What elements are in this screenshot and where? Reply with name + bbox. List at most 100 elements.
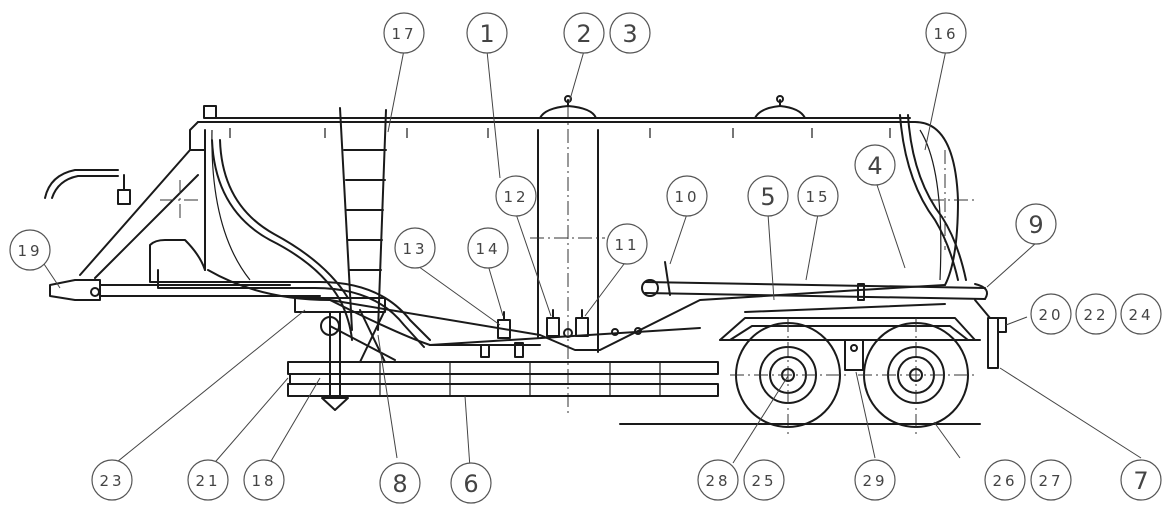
callout-number: 26 xyxy=(992,472,1017,490)
callout-bubble xyxy=(743,459,785,501)
roof-ticks xyxy=(229,128,891,138)
callout-18: 18 xyxy=(243,459,285,501)
callout-24: 24 xyxy=(1120,293,1162,335)
callout-bubble xyxy=(243,459,285,501)
callout-number: 19 xyxy=(17,242,42,260)
callout-bubble xyxy=(854,459,896,501)
callout-bubble xyxy=(925,12,967,54)
callout-number: 9 xyxy=(1028,211,1043,239)
callout-4: 4 xyxy=(854,144,896,186)
callout-number: 17 xyxy=(391,25,416,43)
callout-bubble xyxy=(797,175,839,217)
callout-14: 14 xyxy=(467,227,509,269)
callout-bubble xyxy=(1120,293,1162,335)
pipe-fitting xyxy=(480,327,642,358)
callout-number: 21 xyxy=(195,472,220,490)
callout-number: 3 xyxy=(622,20,637,48)
callout-1: 1 xyxy=(466,12,508,54)
callout-29: 29 xyxy=(854,459,896,501)
callout-number: 6 xyxy=(463,470,478,498)
suspension xyxy=(719,303,981,371)
callout-bubble xyxy=(466,12,508,54)
callout-28: 28 xyxy=(697,459,739,501)
callout-bubble xyxy=(609,12,651,54)
rear-riser-pipe xyxy=(899,114,967,281)
callout-number: 23 xyxy=(99,472,124,490)
callout-17: 17 xyxy=(383,12,425,54)
wheel xyxy=(730,318,848,435)
discharge-valve xyxy=(575,309,589,337)
callout-number: 13 xyxy=(402,240,427,258)
callout-20: 20 xyxy=(1030,293,1072,335)
callout-number: 27 xyxy=(1038,472,1063,490)
discharge-valve xyxy=(546,309,560,337)
callout-5: 5 xyxy=(747,175,789,217)
callout-bubble xyxy=(1075,293,1117,335)
callout-23: 23 xyxy=(91,459,133,501)
callout-number: 12 xyxy=(503,188,528,206)
callout-number: 16 xyxy=(933,25,958,43)
callout-bubble xyxy=(1015,203,1057,245)
callout-22: 22 xyxy=(1075,293,1117,335)
callout-number: 14 xyxy=(475,240,500,258)
landing-gear xyxy=(294,297,396,411)
callout-27: 27 xyxy=(1030,459,1072,501)
callout-bubble xyxy=(394,227,436,269)
callout-number: 10 xyxy=(674,188,699,206)
manhole-hatch xyxy=(754,95,806,119)
callout-15: 15 xyxy=(797,175,839,217)
callout-number: 11 xyxy=(614,236,639,254)
callout-number: 15 xyxy=(805,188,830,206)
callout-number: 20 xyxy=(1038,306,1063,324)
callout-2: 2 xyxy=(563,12,605,54)
callout-number: 24 xyxy=(1128,306,1153,324)
callout-9: 9 xyxy=(1015,203,1057,245)
callout-bubble xyxy=(1120,459,1162,501)
callout-bubble xyxy=(747,175,789,217)
callout-bubble xyxy=(1030,459,1072,501)
callout-number: 7 xyxy=(1133,467,1148,495)
callout-number: 28 xyxy=(705,472,730,490)
front-brace xyxy=(79,149,206,279)
ladder xyxy=(339,107,387,331)
callout-bubble xyxy=(606,223,648,265)
callout-25: 25 xyxy=(743,459,785,501)
wheel xyxy=(858,318,975,435)
callout-3: 3 xyxy=(609,12,651,54)
callout-13: 13 xyxy=(394,227,436,269)
air-hose xyxy=(44,169,131,205)
callout-19: 19 xyxy=(9,229,51,271)
callout-number: 22 xyxy=(1083,306,1108,324)
chassis-frame xyxy=(287,361,719,397)
rear-bumper xyxy=(974,299,1007,369)
callout-bubble xyxy=(467,227,509,269)
callout-bubble xyxy=(1030,293,1072,335)
callout-bubble xyxy=(495,175,537,217)
vent-cap xyxy=(203,105,217,119)
tank-body xyxy=(189,105,975,415)
callout-number: 8 xyxy=(392,470,407,498)
callout-bubble xyxy=(666,175,708,217)
callout-bubble xyxy=(379,462,421,504)
callout-11: 11 xyxy=(606,223,648,265)
callout-bubble xyxy=(697,459,739,501)
callout-bubble xyxy=(187,459,229,501)
callout-12: 12 xyxy=(495,175,537,217)
callout-6: 6 xyxy=(450,462,492,504)
callout-10: 10 xyxy=(666,175,708,217)
callout-number: 18 xyxy=(251,472,276,490)
callout-bubble xyxy=(383,12,425,54)
callout-21: 21 xyxy=(187,459,229,501)
callout-bubble xyxy=(450,462,492,504)
callout-bubble xyxy=(984,459,1026,501)
callout-bubble xyxy=(854,144,896,186)
callout-number: 29 xyxy=(862,472,887,490)
callout-number: 1 xyxy=(479,20,494,48)
callout-bubble xyxy=(91,459,133,501)
callout-7: 7 xyxy=(1120,459,1162,501)
callout-8: 8 xyxy=(379,462,421,504)
callout-number: 25 xyxy=(751,472,776,490)
manhole-hatch xyxy=(539,95,597,119)
